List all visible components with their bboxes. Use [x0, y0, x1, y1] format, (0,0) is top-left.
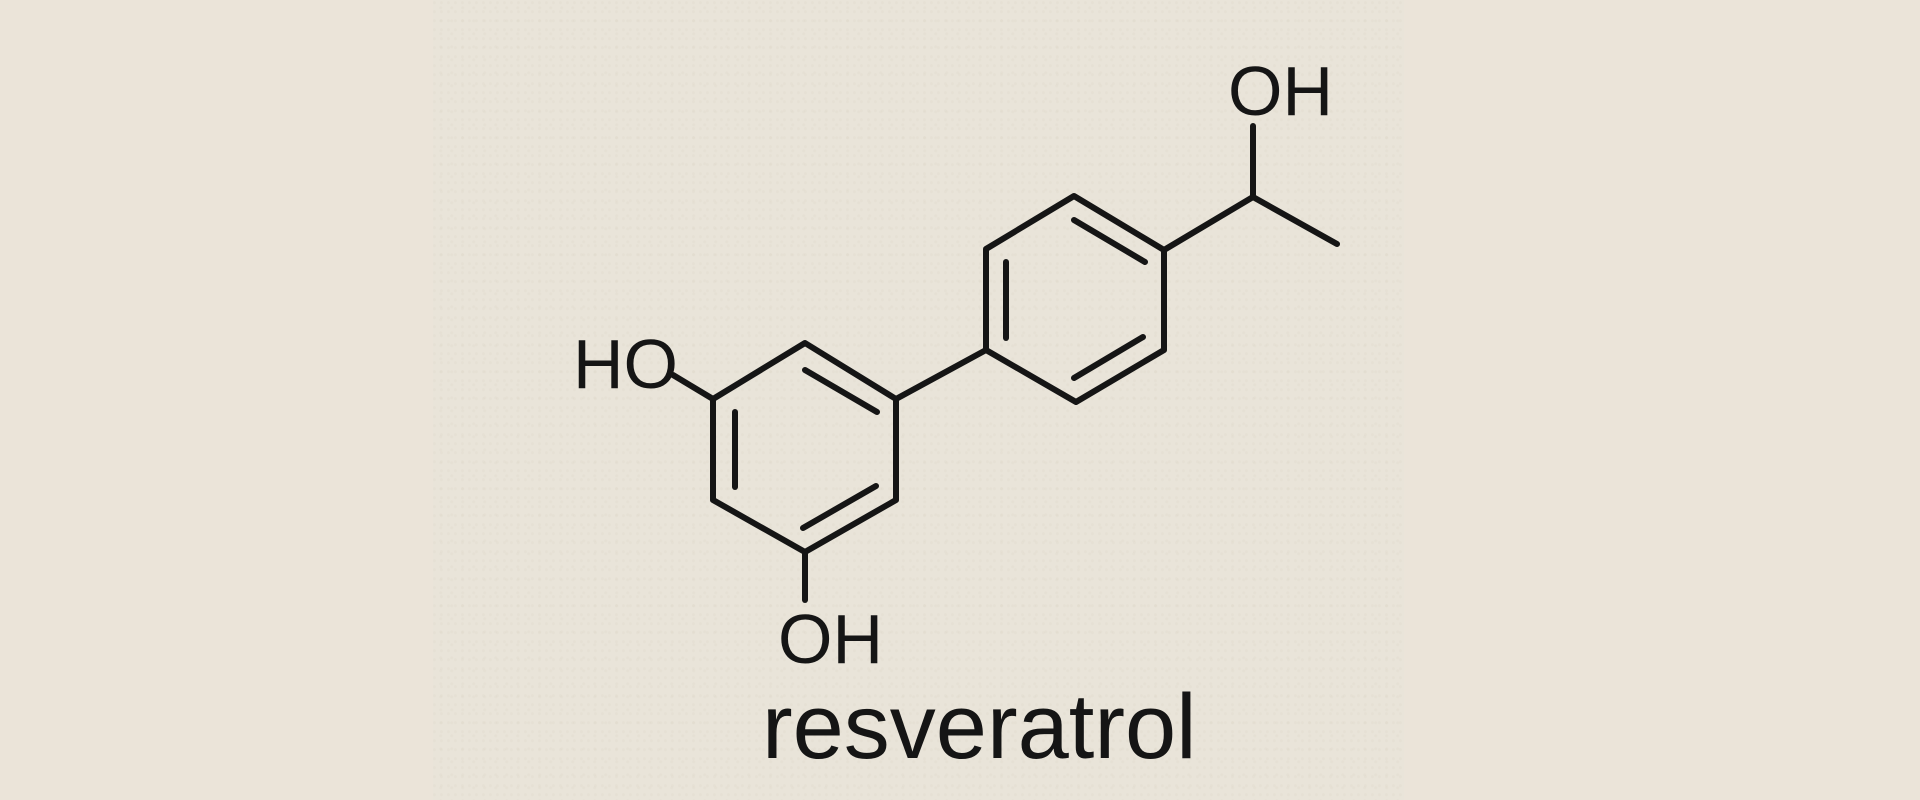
- compound-name: resveratrol: [762, 676, 1197, 778]
- top-hydroxyl-label: OH: [1228, 52, 1333, 130]
- left-hydroxyl-bond: [670, 372, 716, 402]
- methyl-bond: [1250, 194, 1340, 247]
- left-benzene-ring: [710, 340, 899, 555]
- bottom-hydroxyl-label: OH: [778, 600, 883, 678]
- diagram-panel: [433, 0, 1404, 800]
- left-hydroxyl-label: HO: [573, 325, 678, 403]
- right-ring-double-bond-3: [1071, 334, 1146, 381]
- side-chain-bond: [1161, 194, 1256, 253]
- right-ring-double-bond-1: [1071, 217, 1148, 265]
- left-ring-double-bond-3: [800, 483, 879, 531]
- biaryl-bond: [893, 347, 989, 402]
- left-ring-double-bond-1: [802, 367, 880, 415]
- right-benzene-ring: [983, 193, 1167, 405]
